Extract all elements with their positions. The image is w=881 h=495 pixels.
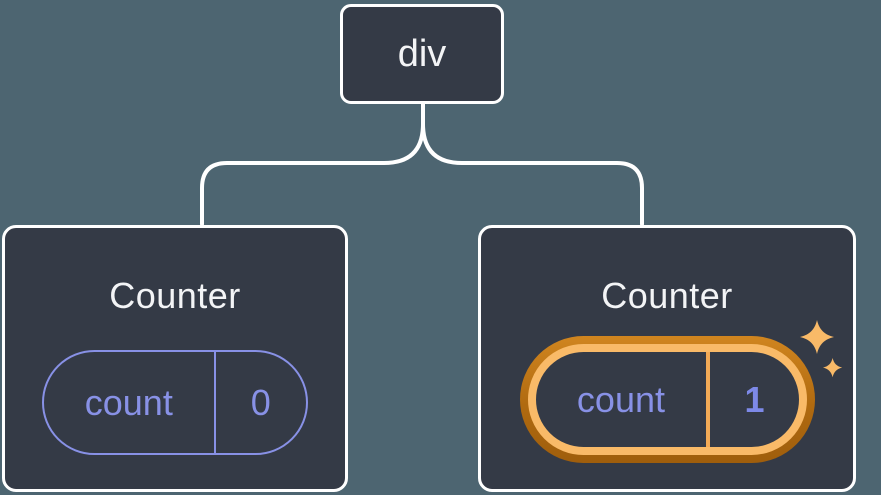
highlighted-state-pill: count 1	[519, 336, 815, 463]
state-value: 1	[744, 378, 765, 420]
state-pill: count 0	[42, 350, 308, 455]
state-value: 0	[250, 381, 271, 423]
connector-right	[421, 101, 644, 226]
highlighted-state-pill-inner: count 1	[527, 344, 807, 455]
root-node-div: div	[340, 4, 504, 104]
sparkles-icon	[800, 320, 843, 378]
pill-divider	[706, 352, 711, 447]
state-key-label: count	[576, 378, 665, 420]
counter-title: Counter	[601, 275, 733, 316]
root-node-label: div	[397, 32, 447, 75]
counter-title: Counter	[109, 275, 241, 316]
counter-card-left: Counter count 0	[2, 225, 348, 492]
connector-left	[200, 101, 425, 226]
state-key-label: count	[44, 352, 216, 453]
counter-card-right: Counter count 1	[478, 225, 856, 492]
